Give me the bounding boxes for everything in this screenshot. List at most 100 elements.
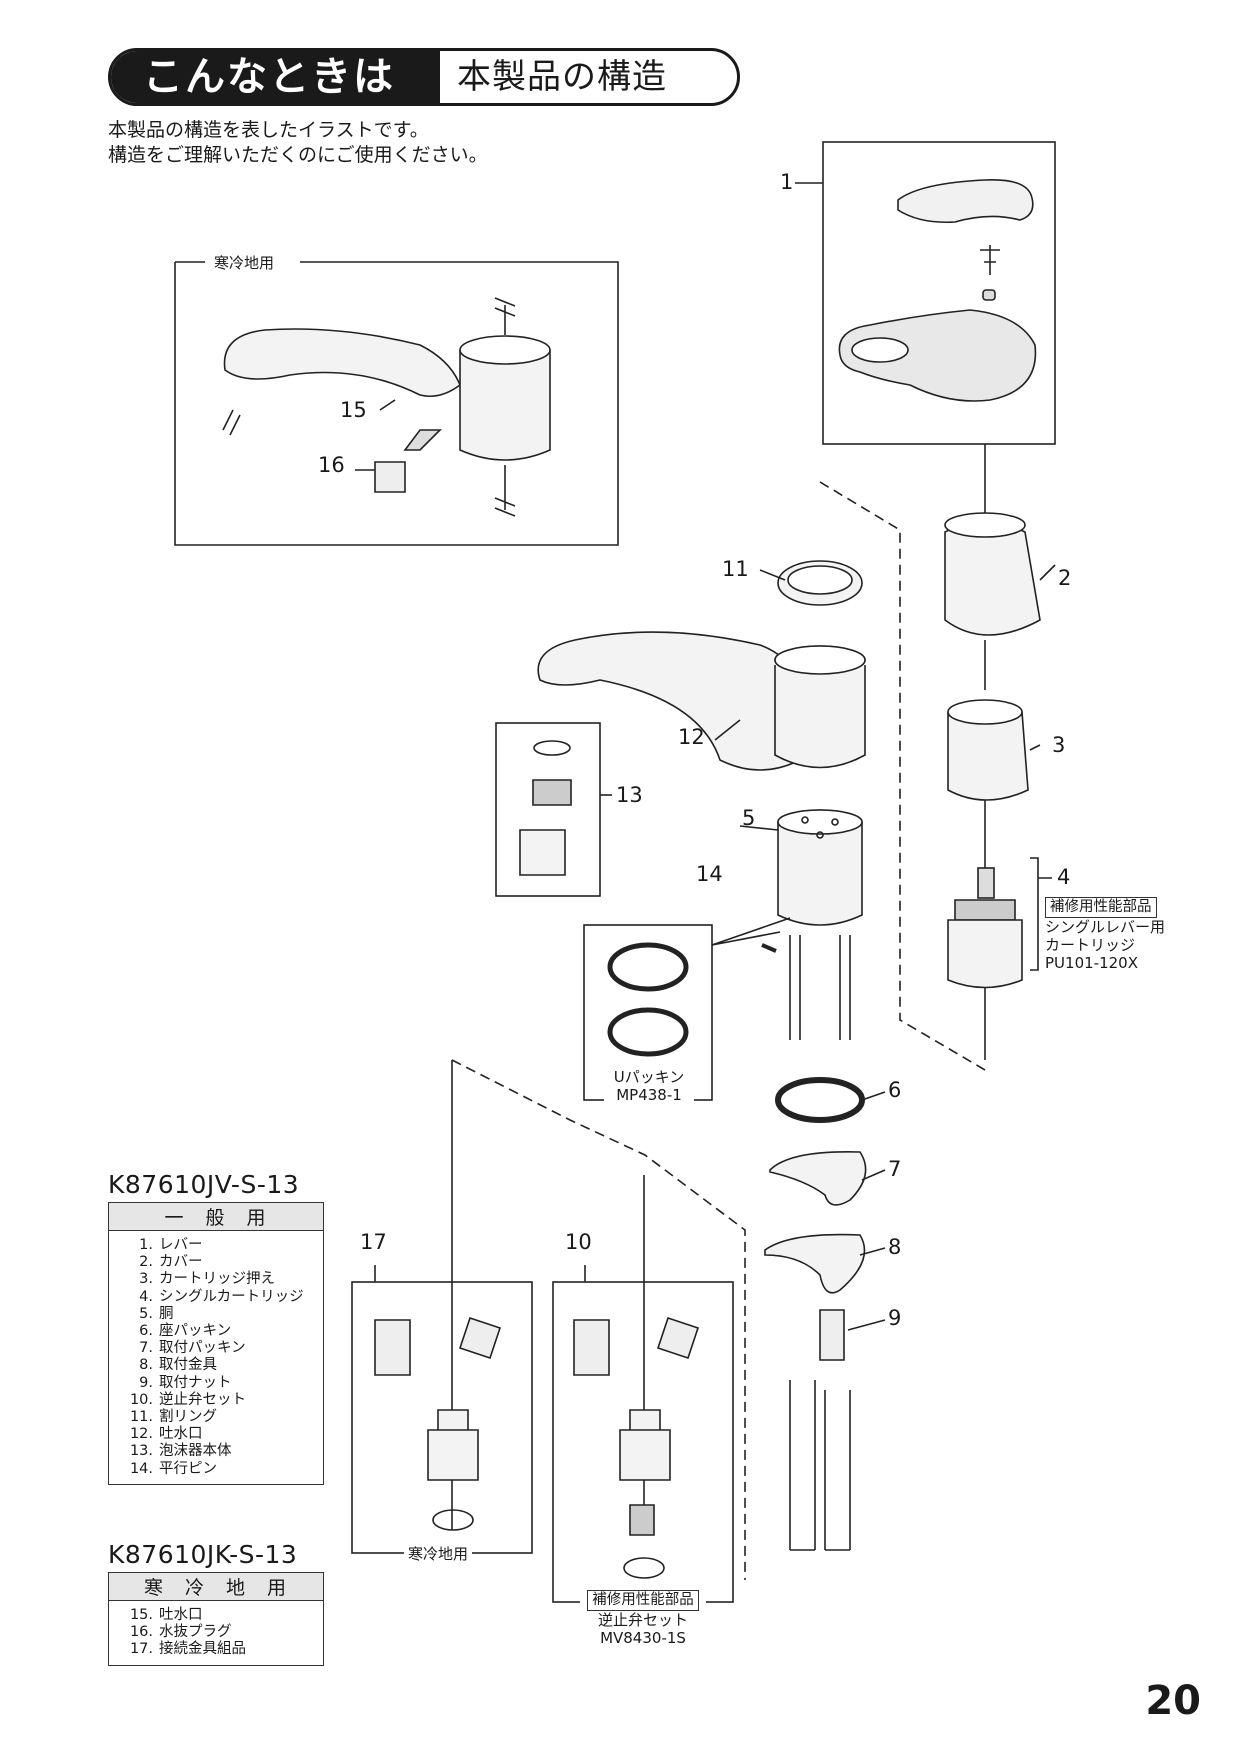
check-valve-name: 逆止弁セット <box>597 1611 688 1629</box>
parts-list-number: 17. <box>129 1641 153 1658</box>
lever-box <box>822 141 1056 445</box>
general-heading: 一般用 <box>108 1202 324 1231</box>
callout-12: 12 <box>678 725 705 749</box>
parts-list-item: 11.割リング <box>127 1409 317 1426</box>
body-drawing <box>777 822 863 926</box>
parts-list-name: カートリッジ押え <box>159 1271 275 1288</box>
parts-list-name: 泡沫器本体 <box>159 1443 232 1460</box>
parts-list-number: 4. <box>139 1288 153 1305</box>
seat-packing-drawing <box>775 1077 865 1123</box>
washer-drawing <box>982 289 996 301</box>
spout-drawing <box>537 631 801 771</box>
callout-17: 17 <box>360 1230 387 1254</box>
cartridge-badge: 補修用性能部品 <box>1045 897 1157 918</box>
intro-text: 本製品の構造を表したイラストです。 構造をご理解いただくのにご使用ください。 <box>108 118 488 168</box>
parts-list-item: 4.シングルカートリッジ <box>127 1289 317 1306</box>
callout-6: 6 <box>888 1078 902 1102</box>
cartridge-note: 補修用性能部品 シングルレバー用 カートリッジ PU101-120X <box>1045 897 1165 972</box>
parts-list-number: 14. <box>129 1460 153 1477</box>
header-divider <box>437 51 446 103</box>
aerator-box <box>495 722 601 897</box>
callout-4: 4 <box>1057 865 1071 889</box>
callout-13: 13 <box>616 783 643 807</box>
callout-8: 8 <box>888 1235 902 1259</box>
parts-list-number: 3. <box>139 1271 153 1288</box>
page-number: 20 <box>1145 1678 1201 1724</box>
intro-line-2: 構造をご理解いただくのにご使用ください。 <box>108 144 488 166</box>
callout-14: 14 <box>696 862 723 886</box>
parts-list-number: 8. <box>139 1357 153 1374</box>
parts-list-number: 10. <box>129 1391 153 1408</box>
check-valve-badge: 補修用性能部品 <box>587 1590 699 1611</box>
callout-11: 11 <box>722 557 749 581</box>
parts-list-name: カバー <box>159 1254 203 1271</box>
callout-9: 9 <box>888 1306 902 1330</box>
parts-list-name: 胴 <box>159 1305 174 1322</box>
u-packing-label: Uパッキン MP438-1 <box>604 1068 694 1104</box>
lever-cap-drawing <box>897 179 1034 224</box>
parts-list-number: 6. <box>139 1323 153 1340</box>
cold-spout-drawing <box>223 328 461 398</box>
u-packing-name: Uパッキン <box>613 1068 685 1086</box>
general-model: K87610JV-S-13 <box>108 1170 300 1199</box>
parts-list-item: 14. 平行ピン <box>127 1461 317 1478</box>
parts-list-name: 取付金具 <box>159 1357 217 1374</box>
parts-list-name: レバー <box>159 1237 203 1253</box>
parts-list-item: 3. カートリッジ押え <box>127 1271 317 1288</box>
parts-list-item: 7. 取付パッキン <box>127 1340 317 1357</box>
callout-16: 16 <box>318 453 345 477</box>
parts-list-item: 12. 吐水口 <box>127 1426 317 1443</box>
parts-list-name: 割リング <box>159 1409 217 1426</box>
cold-region-box <box>174 261 619 546</box>
parts-list-number: 12. <box>129 1426 153 1443</box>
mounting-bracket-drawing <box>764 1233 866 1294</box>
parts-list-name: 取付ナット <box>159 1374 232 1391</box>
cold-heading: 寒冷地用 <box>108 1572 324 1601</box>
callout-2: 2 <box>1058 566 1072 590</box>
drain-plug-drawing <box>374 461 406 493</box>
parts-list-number: 5. <box>139 1305 153 1322</box>
parts-list-name: 接続金具組品 <box>159 1641 246 1658</box>
parts-list-item: 15.吐水口 <box>127 1607 317 1624</box>
hoses-drawing <box>789 1380 851 1550</box>
parts-list-name: 水抜プラグ <box>159 1624 232 1641</box>
parts-list-item: 17. 接続金具組品 <box>127 1641 317 1658</box>
mounting-packing-drawing <box>769 1151 867 1206</box>
parts-list-name: 吐水口 <box>159 1426 203 1443</box>
parts-list-item: 9. 取付ナット <box>127 1375 317 1392</box>
parts-list-number: 9. <box>139 1374 153 1391</box>
parts-list-number: 2. <box>139 1254 153 1271</box>
u-packing-code: MP438-1 <box>616 1086 682 1104</box>
mounting-nut-drawing <box>819 1309 845 1361</box>
parts-list-item: 5. 胴 <box>127 1306 317 1323</box>
parts-list-name: 座パッキン <box>159 1323 232 1340</box>
lever-body-drawing <box>838 309 1037 402</box>
parts-list-name: 吐水口 <box>159 1607 203 1623</box>
intro-line-1: 本製品の構造を表したイラストです。 <box>108 119 429 141</box>
parts-list-name: 平行ピン <box>159 1460 217 1477</box>
section-header: こんなときは 本製品の構造 <box>108 48 740 106</box>
parts-list-item: 13.泡沫器本体 <box>127 1443 317 1460</box>
cold-region-label: 寒冷地用 <box>210 252 279 273</box>
parts-list-number: 7. <box>139 1340 153 1357</box>
callout-5: 5 <box>742 806 756 830</box>
section-title: こんなときは <box>111 51 437 103</box>
callout-7: 7 <box>888 1157 902 1181</box>
cartridge-code: PU101-120X <box>1045 954 1138 972</box>
parts-list-item: 8. 取付金具 <box>127 1357 317 1374</box>
cover-drawing <box>944 521 1041 636</box>
check-valve-label: 補修用性能部品 逆止弁セット MV8430-1S <box>580 1590 706 1647</box>
parts-list-item: 10.逆止弁セット <box>127 1392 317 1409</box>
section-subtitle: 本製品の構造 <box>457 57 667 97</box>
cartridge-drawing <box>947 919 1023 989</box>
parts-list-name: 取付パッキン <box>159 1340 246 1357</box>
cold-model: K87610JK-S-13 <box>108 1540 298 1569</box>
cartridge-line2: カートリッジ <box>1045 936 1136 954</box>
screw-drawing <box>980 245 1000 275</box>
cartridge-line1: シングルレバー用 <box>1045 918 1166 936</box>
